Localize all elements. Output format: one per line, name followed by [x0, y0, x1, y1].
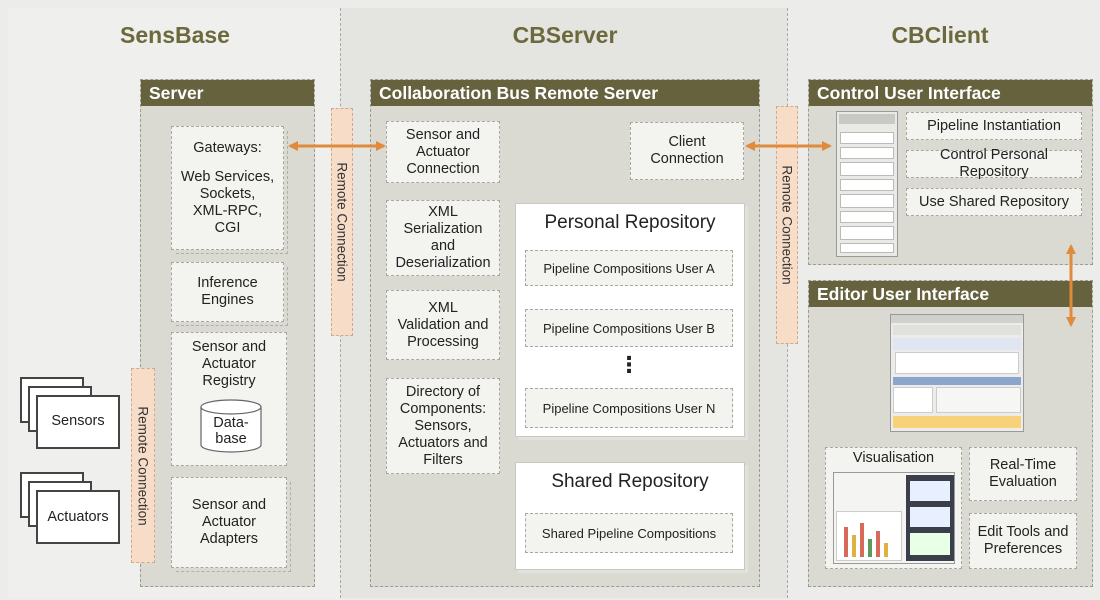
xml-serial-line-2: Serialization	[403, 221, 483, 237]
database-line-1: Data-	[213, 415, 249, 431]
sensor-conn-line-2: Actuator	[416, 143, 470, 160]
pipeline-instantiation-box: Pipeline Instantiation	[906, 112, 1082, 140]
ellipsis: ⋮	[618, 352, 640, 377]
cbserver-title: CBServer	[512, 22, 618, 48]
xml-valid-line-3: Processing	[407, 333, 479, 350]
sensors-label: Sensors	[51, 413, 105, 429]
control-personal-repository-box: Control Personal Repository	[906, 147, 1082, 180]
inference-engines-box: Inference Engines	[171, 262, 288, 326]
actuator-card	[36, 490, 120, 544]
realtime-line-1: Real-Time	[989, 457, 1057, 473]
remote-connection-label: Remote Connection	[334, 162, 350, 282]
sensbase-title: SensBase	[120, 22, 230, 48]
sensor-card	[36, 395, 120, 449]
database-line-2: base	[215, 431, 247, 447]
client-conn-line-1: Client	[668, 134, 706, 150]
edit-tools-box: Edit Tools and Preferences	[969, 513, 1077, 569]
registry-line-3: Registry	[202, 373, 256, 389]
gateways-xmlrpc: XML-RPC,	[192, 202, 263, 219]
xml-validation-box: XML Validation and Processing	[386, 290, 500, 360]
visualisation-screenshot	[833, 472, 955, 564]
realtime-evaluation-box: Real-Time Evaluation	[969, 447, 1077, 501]
shared-repository-title: Shared Repository	[551, 471, 709, 492]
database-icon: Data- base	[199, 398, 263, 454]
editor-ui-header: Editor User Interface	[809, 281, 1092, 307]
sensor-conn-line-3: Connection	[406, 160, 480, 177]
control-ui-header: Control User Interface	[809, 80, 1092, 106]
adapters-box: Sensor and Actuator Adapters	[171, 477, 291, 572]
pipeline-user-a: Pipeline Compositions User A	[525, 250, 733, 286]
directory-line-1: Directory of	[405, 383, 481, 400]
xml-valid-line-1: XML	[428, 299, 458, 316]
registry-line-1: Sensor and	[191, 339, 267, 355]
cbclient-title: CBClient	[891, 22, 989, 48]
directory-box: Directory of Components: Sensors, Actuat…	[386, 378, 500, 474]
shared-pipeline-compositions: Shared Pipeline Compositions	[525, 513, 733, 553]
pipeline-user-b: Pipeline Compositions User B	[525, 309, 733, 347]
cbserver-header: Collaboration Bus Remote Server	[371, 80, 759, 106]
gateways-sockets: Sockets,	[199, 185, 256, 202]
xml-serial-line-3: and	[430, 238, 456, 254]
edit-tools-line-1: Edit Tools and	[977, 524, 1069, 540]
gateways-box: Gateways: Web Services, Sockets, XML-RPC…	[171, 126, 288, 254]
server-header: Server	[141, 80, 314, 106]
remote-connection-bar-1: Remote Connection	[331, 108, 353, 336]
inference-line-2: Engines	[201, 292, 254, 308]
registry-line-2: Actuator	[201, 356, 256, 372]
control-ui-screenshot	[836, 111, 898, 257]
pipeline-user-n: Pipeline Compositions User N	[525, 388, 733, 428]
xml-serialization-box: XML Serialization and Deserialization	[386, 200, 500, 276]
adapters-line-2: Actuator	[202, 514, 256, 530]
client-connection-box: Client Connection	[630, 122, 744, 180]
adapters-line-1: Sensor and	[191, 497, 267, 513]
gateways-cgi: CGI	[214, 219, 241, 236]
editor-ui-screenshot	[890, 314, 1024, 432]
xml-serial-line-1: XML	[428, 204, 458, 220]
directory-line-4: Actuators and	[398, 434, 488, 451]
remote-connection-label: Remote Connection	[779, 165, 795, 285]
sensor-actuator-connection-box: Sensor and Actuator Connection	[386, 121, 500, 183]
sensor-conn-line-1: Sensor and	[405, 126, 481, 143]
directory-line-3: Sensors,	[414, 417, 472, 434]
use-shared-repository-box: Use Shared Repository	[906, 188, 1082, 216]
edit-tools-line-2: Preferences	[983, 541, 1063, 557]
personal-repository-title: Personal Repository	[544, 212, 716, 233]
xml-serial-line-4: Deserialization	[395, 255, 491, 271]
remote-connection-label: Remote Connection	[135, 405, 151, 526]
xml-valid-line-2: Validation and	[397, 316, 489, 333]
adapters-line-3: Adapters	[199, 531, 259, 547]
remote-connection-bar-2: Remote Connection	[131, 368, 155, 563]
visualisation-label: Visualisation	[852, 450, 935, 466]
gateways-web-services: Web Services,	[180, 168, 275, 185]
directory-line-5: Filters	[423, 451, 463, 468]
realtime-line-2: Evaluation	[989, 474, 1057, 490]
gateways-label: Gateways:	[193, 139, 262, 156]
actuators-label: Actuators	[47, 509, 109, 525]
remote-connection-bar-3: Remote Connection	[776, 106, 798, 344]
client-conn-line-2: Connection	[650, 151, 724, 167]
directory-line-2: Components:	[399, 400, 487, 417]
inference-line-1: Inference	[197, 275, 258, 291]
